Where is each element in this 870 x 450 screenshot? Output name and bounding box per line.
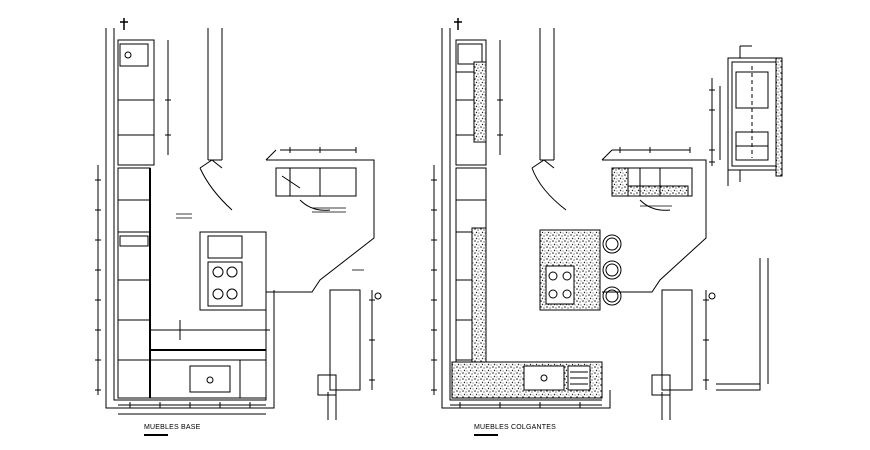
left-tall-column <box>117 39 155 166</box>
left-oven-unit <box>119 43 149 67</box>
plan-title-underline-right <box>474 434 498 436</box>
left-burner-2 <box>226 266 238 278</box>
elevation-detail <box>709 45 783 186</box>
left-side-counter <box>329 289 361 391</box>
left-inner-wall <box>113 28 267 401</box>
dimension-ticks <box>176 205 672 271</box>
plan-muebles-base <box>95 18 382 420</box>
left-dim-vertical <box>95 165 101 395</box>
plan-title-muebles-colgantes: MUEBLES COLGANTES <box>474 424 556 431</box>
right-sink <box>523 365 565 391</box>
stool-1 <box>602 234 622 254</box>
left-burner-4 <box>226 288 238 300</box>
left-top-opening <box>207 28 223 161</box>
left-island <box>199 231 267 311</box>
left-burner-3 <box>212 288 224 300</box>
left-burner-1 <box>212 266 224 278</box>
right-side-counter <box>661 289 693 391</box>
left-cabinet-run <box>117 167 151 399</box>
right-outer-wall <box>441 28 611 409</box>
left-sink <box>189 365 231 393</box>
stool-2 <box>602 260 622 280</box>
right-cooktop <box>545 265 575 305</box>
right-hatch-upper <box>473 61 487 143</box>
left-dim-right <box>369 290 375 390</box>
left-cooktop <box>207 261 243 307</box>
right-corner-hatch <box>611 167 629 197</box>
plan-muebles-colgantes <box>431 18 769 420</box>
left-dim-vertical-2 <box>165 40 171 155</box>
left-right-room <box>266 159 375 293</box>
right-inner-wall <box>449 28 602 401</box>
left-oven-knob <box>124 51 132 59</box>
right-hatch-vertical <box>471 227 487 367</box>
left-bottom-run <box>149 359 267 399</box>
right-far-wall <box>716 258 769 391</box>
left-room-door <box>265 149 331 211</box>
left-dim-top-right <box>280 147 357 153</box>
right-door-swing <box>531 159 567 211</box>
plan-title-underline-left <box>144 434 168 436</box>
stool-3 <box>602 286 622 306</box>
left-dim-bottom <box>118 402 266 408</box>
elevation-hatch-right <box>775 57 783 177</box>
plan-title-muebles-base: MUEBLES BASE <box>144 424 201 431</box>
right-top-opening <box>539 28 555 161</box>
left-door-swing <box>199 159 233 211</box>
left-upper-counter <box>275 167 357 197</box>
right-right-room <box>602 159 707 293</box>
